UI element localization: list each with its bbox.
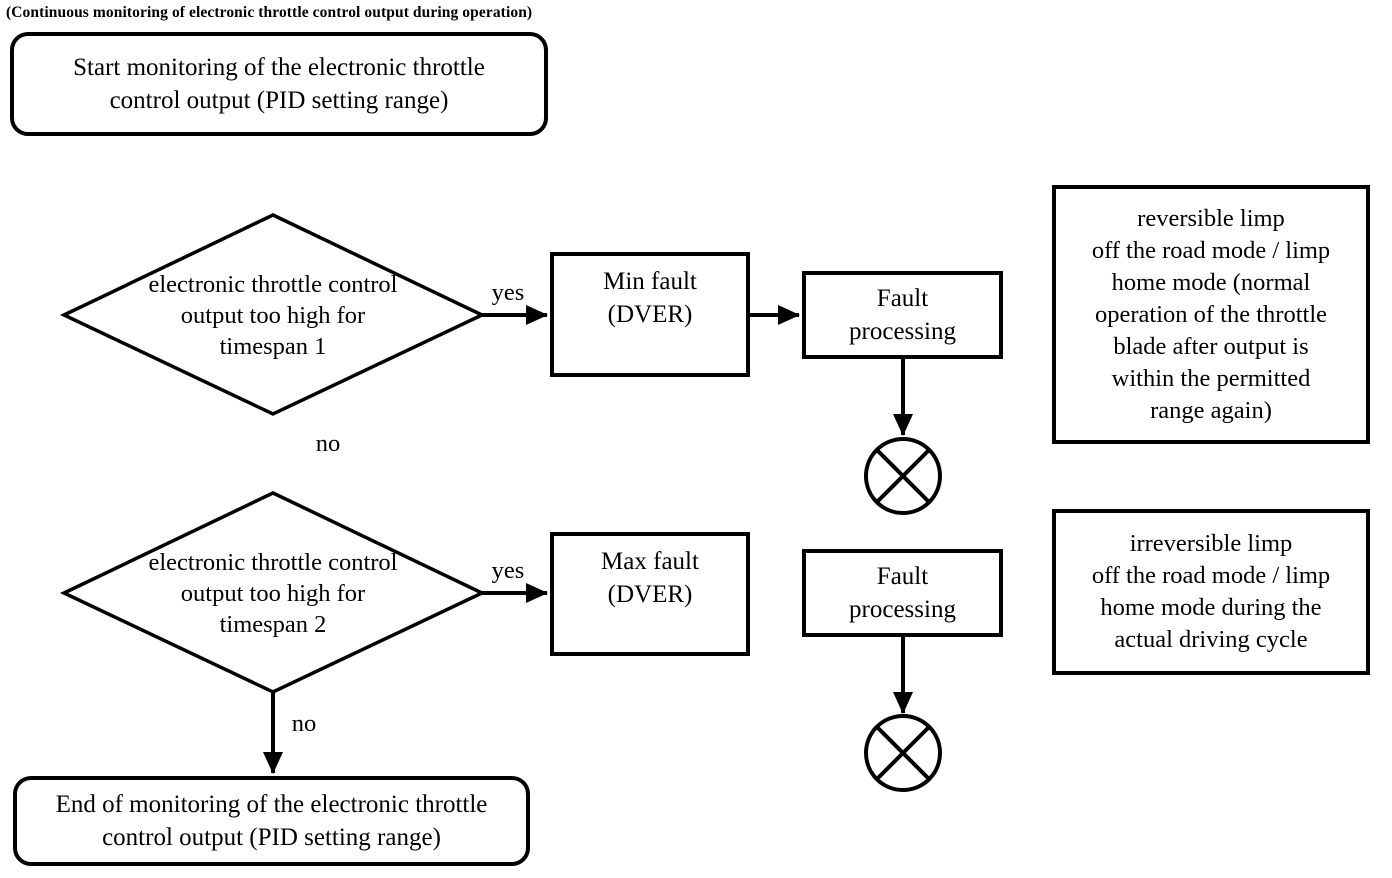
decision-2-text: electronic throttle control output too h… bbox=[64, 547, 482, 640]
max-fault-text-line: (DVER) bbox=[607, 581, 693, 608]
note-reversible-limp: reversible limp off the road mode / limp… bbox=[1052, 185, 1370, 444]
decision-2-text-line: electronic throttle control bbox=[148, 549, 398, 576]
fault-processing-text-line: processing bbox=[849, 596, 956, 623]
decision-1-text-line: timespan 1 bbox=[219, 333, 327, 360]
edge-label-yes: yes bbox=[491, 279, 525, 306]
decision-2-text-line: output too high for bbox=[180, 580, 366, 607]
crossed-circle-lamp-icon bbox=[864, 714, 942, 792]
note-reversible-line: operation of the throttle bbox=[1095, 300, 1327, 328]
note-reversible-line: reversible limp bbox=[1137, 204, 1285, 232]
edge-label-yes: yes bbox=[491, 557, 525, 584]
min-fault-text-line: Min fault bbox=[603, 268, 697, 295]
end-node-text-line: End of monitoring of the electronic thro… bbox=[55, 791, 488, 818]
note-irreversible-limp: irreversible limp off the road mode / li… bbox=[1052, 509, 1370, 675]
end-node-text-line: control output (PID setting range) bbox=[102, 824, 441, 851]
end-node: End of monitoring of the electronic thro… bbox=[13, 776, 530, 866]
note-irreversible-line: home mode during the bbox=[1100, 594, 1322, 621]
note-reversible-line: off the road mode / limp bbox=[1091, 236, 1331, 264]
fault-processing-text-line: processing bbox=[849, 318, 956, 345]
edge-label-no: no bbox=[291, 710, 317, 737]
min-fault-node: Min fault (DVER) bbox=[550, 252, 750, 377]
diagram-caption: (Continuous monitoring of electronic thr… bbox=[6, 4, 533, 21]
decision-1-text-line: electronic throttle control bbox=[148, 271, 398, 298]
fault-processing-node-2: Fault processing bbox=[802, 549, 1003, 637]
note-reversible-line: blade after output is bbox=[1113, 332, 1309, 360]
max-fault-node: Max fault (DVER) bbox=[550, 532, 750, 656]
min-fault-text-line: (DVER) bbox=[607, 301, 693, 328]
decision-2-text-line: timespan 2 bbox=[219, 611, 327, 638]
fault-processing-text-line: Fault bbox=[876, 285, 929, 312]
note-reversible-line: within the permitted bbox=[1111, 364, 1311, 392]
edge-label-no: no bbox=[315, 430, 341, 457]
max-fault-text-line: Max fault bbox=[601, 548, 699, 575]
note-reversible-line: home mode (normal bbox=[1111, 268, 1311, 296]
fault-processing-node-1: Fault processing bbox=[802, 271, 1003, 359]
decision-1-text: electronic throttle control output too h… bbox=[64, 269, 482, 362]
start-node-text-line: Start monitoring of the electronic throt… bbox=[73, 54, 485, 81]
decision-1-text-line: output too high for bbox=[180, 302, 366, 329]
note-irreversible-line: irreversible limp bbox=[1129, 530, 1293, 557]
start-node-text-line: control output (PID setting range) bbox=[109, 87, 449, 114]
note-irreversible-line: actual driving cycle bbox=[1114, 626, 1308, 653]
start-node: Start monitoring of the electronic throt… bbox=[10, 32, 548, 136]
note-reversible-line: range again) bbox=[1150, 396, 1272, 424]
fault-processing-text-line: Fault bbox=[876, 563, 929, 590]
note-irreversible-line: off the road mode / limp bbox=[1091, 562, 1331, 589]
crossed-circle-lamp-icon bbox=[864, 437, 942, 515]
